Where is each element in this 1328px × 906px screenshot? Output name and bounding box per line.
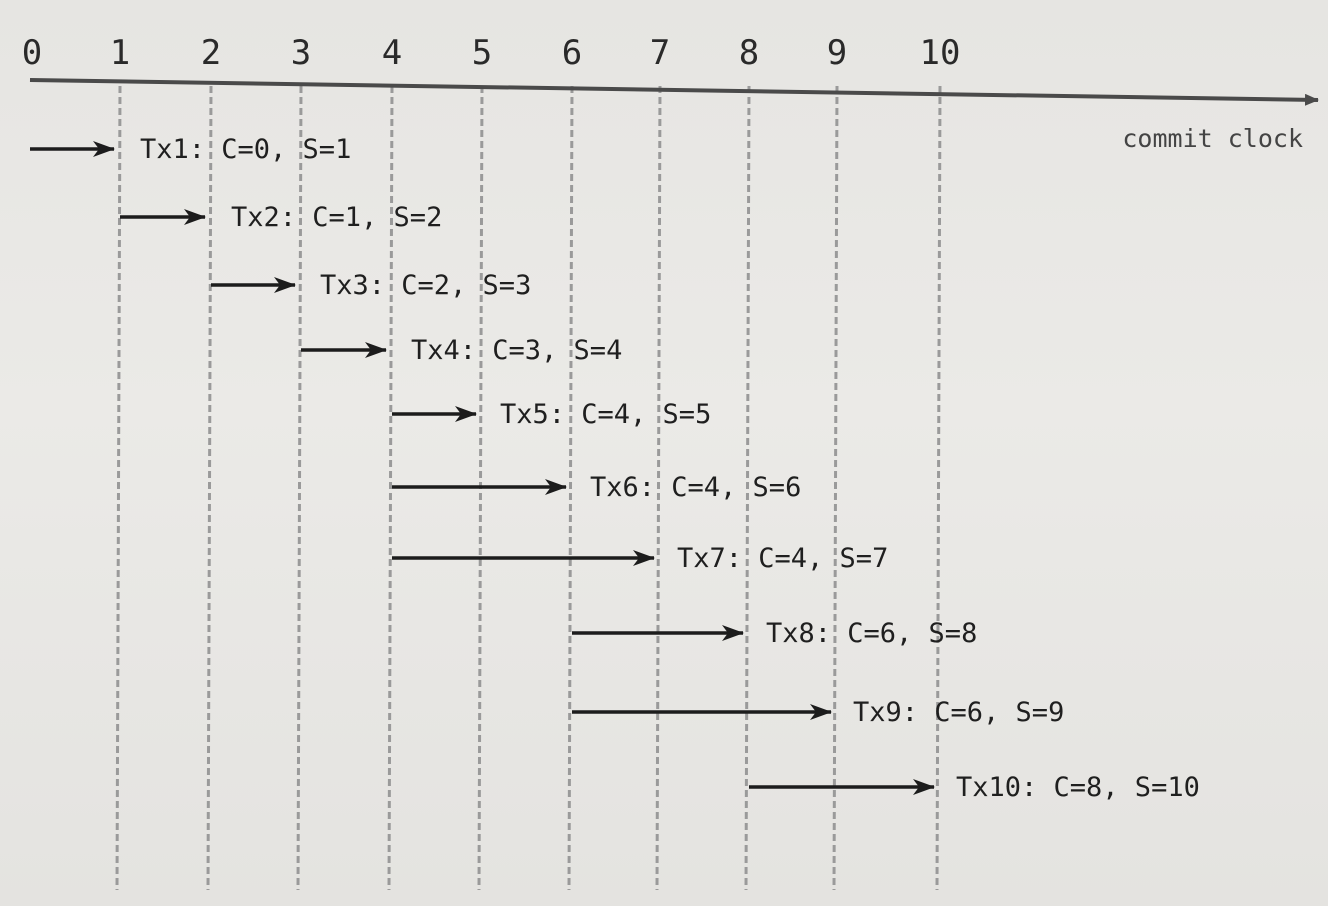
commit-clock-axis-line [29, 78, 1319, 106]
tick-label-1: 1 [110, 33, 130, 73]
dashed-tick-line-2 [206, 85, 213, 891]
tx-label-tx10: Tx10: C=8, S=10 [956, 772, 1200, 803]
dashed-tick-line-7 [655, 85, 662, 891]
tick-label-4: 4 [382, 33, 402, 73]
tick-label-2: 2 [201, 33, 221, 73]
tick-label-5: 5 [472, 33, 492, 73]
axis-tick-labels: 0 1 2 3 4 5 6 7 8 9 10 [22, 33, 961, 73]
axis-title: commit clock [1122, 124, 1303, 153]
dashed-tick-line-3 [296, 85, 303, 891]
tick-label-0: 0 [22, 33, 42, 73]
tx-label-tx9: Tx9: C=6, S=9 [853, 697, 1064, 728]
tick-label-10: 10 [920, 33, 961, 73]
tick-label-9: 9 [827, 33, 847, 73]
dashed-tick-line-8 [744, 85, 751, 891]
tx-label-tx2: Tx2: C=1, S=2 [231, 202, 442, 233]
dashed-tick-line-10 [935, 85, 942, 891]
tick-label-7: 7 [650, 33, 670, 73]
tick-label-8: 8 [739, 33, 759, 73]
tick-label-6: 6 [562, 33, 582, 73]
tick-label-3: 3 [291, 33, 311, 73]
tx-label-tx1: Tx1: C=0, S=1 [140, 134, 351, 165]
tx-label-tx8: Tx8: C=6, S=8 [766, 618, 977, 649]
tx-label-tx7: Tx7: C=4, S=7 [677, 543, 888, 574]
tx-label-tx5: Tx5: C=4, S=5 [500, 399, 711, 430]
dashed-tick-line-1 [115, 85, 122, 891]
dashed-tick-line-6 [567, 85, 574, 891]
dashed-tick-line-4 [387, 85, 394, 891]
tx-label-tx3: Tx3: C=2, S=3 [320, 270, 531, 301]
transaction-arrows [30, 141, 935, 795]
dashed-tick-line-9 [832, 85, 839, 891]
tx-label-tx6: Tx6: C=4, S=6 [590, 472, 801, 503]
tx-label-tx4: Tx4: C=3, S=4 [411, 335, 622, 366]
